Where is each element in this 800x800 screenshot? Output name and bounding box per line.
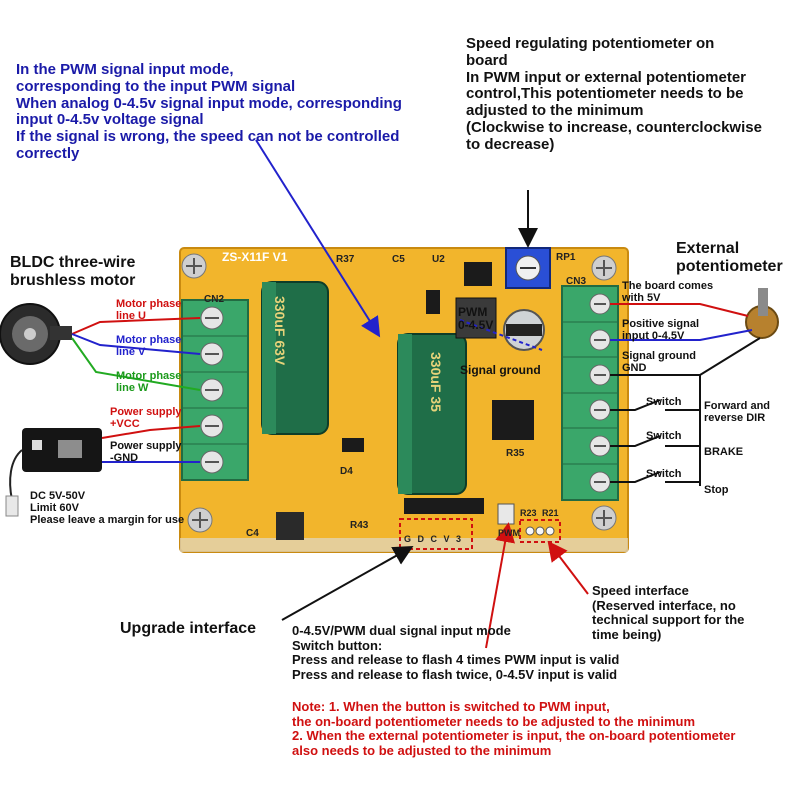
silk-d4: D4: [340, 466, 353, 477]
silk-cn3: CN3: [566, 276, 587, 287]
pwm-switch: [497, 503, 515, 525]
top-signal-note: In the PWM signal input mode, correspond…: [16, 61, 402, 162]
upgrade-interface-label: Upgrade interface: [120, 620, 257, 637]
label-switch-brake: Switch: [646, 430, 682, 442]
label-phase-u: Motor phase line U: [116, 298, 182, 323]
silk-c5: C5: [392, 254, 405, 265]
silk-r35: R35: [506, 448, 525, 459]
motor-label: BLDC three-wire brushless motor: [10, 254, 136, 289]
right-terminal-block: [561, 285, 619, 501]
silk-u2: U2: [432, 254, 445, 265]
small-chip-left: [342, 438, 364, 452]
power-adapter: [22, 428, 102, 472]
label-power-gnd: Power supply -GND: [110, 440, 182, 465]
mosfet-row: [404, 498, 484, 514]
upgrade-header: [399, 518, 473, 550]
label-switch-dir: Switch: [646, 396, 682, 408]
capacitor-left-marking: 330uF 63V: [272, 296, 288, 366]
speed-header: [519, 519, 561, 543]
power-spec-label: DC 5V-50V Limit 60V Please leave a margi…: [30, 490, 185, 527]
label-positive-signal: Positive signal input 0-4.5V: [622, 318, 700, 343]
left-terminal-block: [181, 299, 249, 481]
speed-interface-note: Speed interface (Reserved interface, no …: [592, 583, 745, 642]
silk-pwm-switch: PWM: [498, 528, 520, 538]
label-power-vcc: Power supply +VCC: [110, 406, 182, 431]
silk-r43: R43: [350, 520, 369, 531]
board-signal-ground-label: Signal ground: [460, 363, 541, 377]
silk-r21: R21: [542, 508, 559, 518]
silk-cn2: CN2: [204, 294, 225, 305]
diode: [426, 290, 440, 314]
capacitor-small: [503, 309, 545, 351]
label-phase-v: Motor phase line V: [116, 334, 182, 359]
label-signal-ground: Signal ground GND: [622, 350, 696, 375]
silk-upgrade-pins: G D C V 3: [404, 534, 464, 544]
label-switch-stop: Switch: [646, 468, 682, 480]
silk-rp1: RP1: [556, 252, 576, 263]
inductor-small: [276, 512, 304, 540]
board-pwm-label: PWM 0-4.5V: [458, 305, 494, 333]
board-model-label: ZS-X11F V1: [222, 250, 288, 264]
silk-r37: R37: [336, 254, 355, 265]
screw-tr: [591, 255, 617, 281]
warning-note: Note: 1. When the button is switched to …: [292, 699, 736, 758]
label-stop: Stop: [704, 484, 729, 496]
label-board-5v: The board comes with 5V: [622, 280, 714, 305]
mode-note: 0-4.5V/PWM dual signal input mode Switch…: [292, 623, 620, 682]
onboard-potentiometer: [505, 247, 551, 289]
capacitor-left: [261, 281, 329, 435]
screw-br: [591, 505, 617, 531]
screw-tl: [181, 253, 207, 279]
capacitor-center-marking: 330uF 35: [428, 352, 444, 412]
silk-r23: R23: [520, 508, 537, 518]
mcu-chip: [492, 400, 534, 440]
label-brake: BRAKE: [704, 446, 744, 458]
capacitor-center: [397, 333, 467, 495]
screw-bl: [187, 507, 213, 533]
external-potentiometer-image: [745, 288, 779, 339]
motor-image: [0, 303, 72, 365]
potentiometer-note: Speed regulating potentiometer on board …: [466, 35, 762, 153]
chip-u2: [464, 262, 492, 286]
label-dir: Forward and reverse DIR: [704, 400, 771, 425]
silk-c4: C4: [246, 528, 259, 539]
label-phase-w: Motor phase line W: [116, 370, 182, 395]
external-potentiometer-label: External potentiometer: [676, 240, 783, 275]
